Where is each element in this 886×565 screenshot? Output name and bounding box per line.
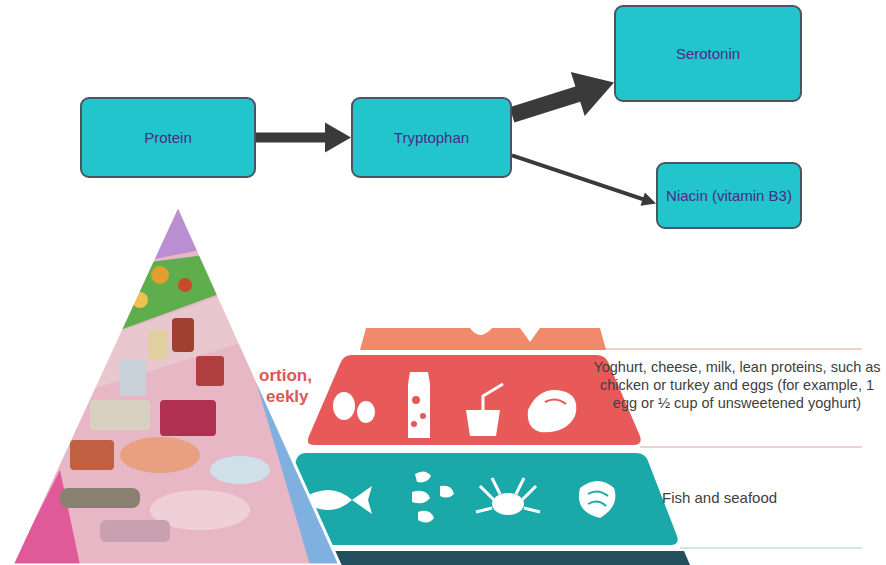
box-text: Serotonin: [676, 44, 740, 63]
band-description: Fish and seafood: [662, 489, 822, 507]
flow-arrow: [256, 123, 351, 153]
process-box: Protein: [80, 97, 256, 178]
flow-arrow: [511, 153, 656, 205]
box-text: Niacin (vitamin B3): [666, 186, 792, 205]
process-box: Niacin (vitamin B3): [656, 162, 802, 229]
process-box: Serotonin: [614, 5, 802, 102]
box-text: Tryptophan: [394, 128, 469, 147]
band-description: Yoghurt, cheese, milk, lean proteins, su…: [590, 358, 884, 412]
flow-arrow: [510, 72, 614, 122]
box-text: Protein: [144, 128, 192, 147]
process-box: Tryptophan: [351, 97, 512, 178]
cut-heading-fragment: eekly: [266, 387, 346, 407]
cut-heading-fragment: ortion,: [259, 366, 339, 386]
